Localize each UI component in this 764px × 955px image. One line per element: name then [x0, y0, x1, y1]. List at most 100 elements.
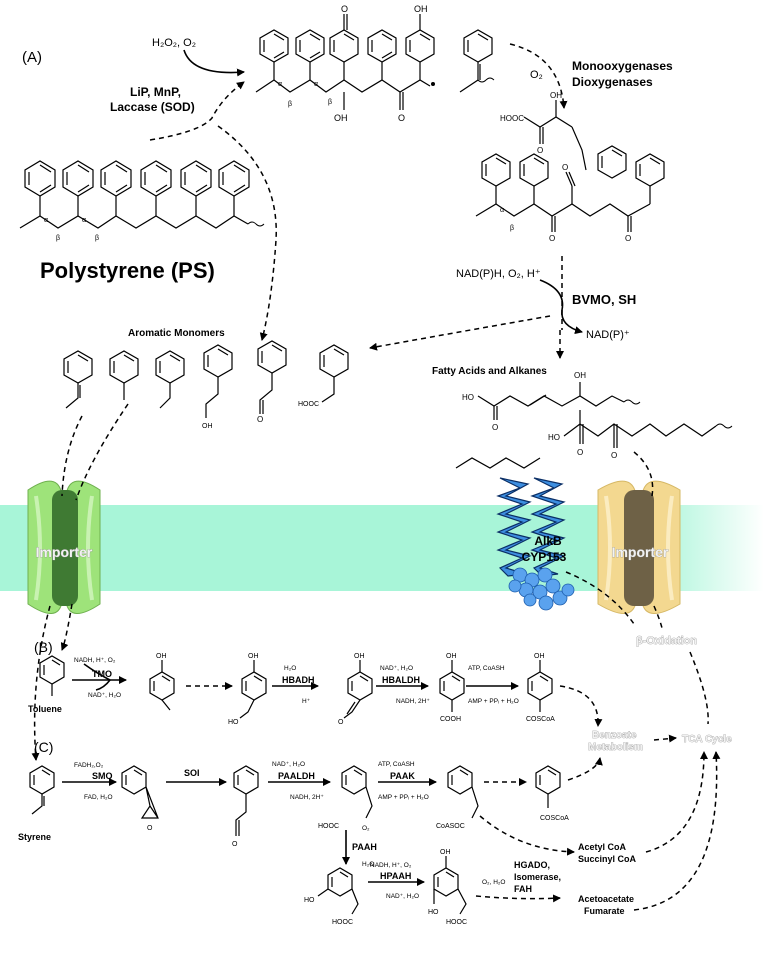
ps-beta-1: β: [56, 235, 60, 242]
sty-o-1: O: [147, 825, 153, 832]
hbaldh-top: NAD⁺, H₂O: [380, 665, 413, 672]
hbadh-bottom: H⁺: [302, 698, 311, 705]
fa-oh-1: OH: [574, 371, 586, 380]
hga-to-products: [475, 894, 561, 903]
paak-bottom: AMP + PPᵢ + H₂O: [378, 794, 429, 801]
tmo-top: NADH, H⁺, O₂: [74, 657, 116, 664]
ps-to-oxidized-dashed: [149, 81, 245, 141]
fa-o-2: O: [577, 448, 583, 457]
importer-to-styrene: [31, 605, 51, 761]
aromatic-monomers-title: Aromatic Monomers: [128, 328, 225, 339]
aromatic-monomers: [63, 340, 349, 418]
styrene-label: Styrene: [18, 832, 51, 842]
hgado-enzyme-3: FAH: [514, 884, 532, 894]
sty-hooc-hg: HOOC: [446, 919, 467, 926]
paah-top: O₂: [362, 825, 370, 832]
alkb-to-betaox: [565, 571, 635, 625]
sty-hooc-2: HOOC: [332, 919, 353, 926]
oxps-alpha-2: α: [314, 81, 318, 88]
ro-o-b1: O: [549, 234, 555, 243]
fa-ho-1: HO: [462, 393, 474, 402]
oxygenase-arrow: [509, 43, 568, 109]
ro-alpha: α: [500, 207, 504, 214]
importer-left-label: Importer: [36, 544, 93, 560]
tol-oh-4: OH: [446, 653, 457, 660]
ps-title: Polystyrene (PS): [40, 258, 215, 283]
monomer-hooc: HOOC: [298, 401, 319, 408]
tmo-bottom: NAD⁺, H₂O: [88, 692, 121, 699]
oxy-o2: O₂: [530, 69, 543, 81]
importer-to-toluene: [60, 603, 73, 651]
ro-oh: OH: [550, 91, 562, 100]
ps-to-monomers-arrow: [217, 125, 277, 341]
succinyl-coa: Succinyl CoA: [578, 854, 637, 864]
bvmo-product: NAD(P)⁺: [586, 329, 630, 341]
panel-a-label: (A): [22, 49, 42, 66]
importer-left: [27, 480, 101, 614]
tca-cycle-label: TCA Cycle: [682, 734, 732, 745]
ro-beta: β: [510, 225, 514, 232]
alkb-cyp153-protein: [496, 477, 575, 611]
acetyl-to-tca: [645, 751, 708, 853]
paaldh-enzyme: PAALDH: [278, 771, 315, 781]
cyp153-label: CYP153: [522, 550, 567, 564]
monomer-to-importer-1: [61, 415, 83, 497]
sty-coasoc: CoASOC: [436, 823, 465, 830]
ro-o-b2: O: [625, 234, 631, 243]
oxps-o-top: O: [341, 4, 348, 14]
monomer-oh: OH: [202, 423, 213, 430]
tol-o-3: O: [338, 719, 344, 726]
paah-bottom: H₂O: [362, 861, 374, 868]
hgado-reagents: O₂, H₂O: [482, 879, 505, 886]
polystyrene-structure: [19, 160, 265, 229]
tol-oh-3: OH: [354, 653, 365, 660]
oxy-enzyme-1: Monooxygenases: [572, 59, 673, 73]
panel-b-label: (B): [34, 639, 53, 655]
styrene-fragment: [459, 29, 495, 93]
benzoyl-coa-to-benzoate: [567, 757, 603, 781]
fumarate: Fumarate: [584, 906, 625, 916]
oxidized-ps-structure: [255, 14, 435, 110]
oxps-beta-1: β: [288, 101, 292, 108]
fa-o-1: O: [492, 423, 498, 432]
radical-dot: [431, 82, 435, 86]
fa-ho-2: HO: [548, 433, 560, 442]
ring-opened-structure: [475, 100, 665, 232]
depoly-arrow: [183, 49, 245, 77]
hbaldh-enzyme: HBALDH: [382, 675, 420, 685]
tol-coa-bottom: AMP + PPᵢ + H₂O: [468, 698, 519, 705]
fatty-acid-structures: [455, 382, 733, 469]
monomer-o: O: [257, 415, 263, 424]
benzoate-to-tca: [653, 734, 677, 743]
ro-o-ketone: O: [562, 163, 568, 172]
benzoate-label-2: Metabolism: [588, 742, 643, 753]
smo-top: FADH₂,O₂: [74, 762, 104, 769]
beta-oxidation-label: β-Oxidation: [636, 635, 697, 647]
tmo-enzyme: TMO: [92, 669, 112, 679]
fa-o-3: O: [611, 451, 617, 460]
sty-ho-hg: HO: [428, 909, 439, 916]
ps-alpha-2: α: [82, 217, 86, 224]
toluene-label: Toluene: [28, 704, 62, 714]
oxps-beta-2: β: [328, 99, 332, 106]
to-monomers-arrow: [369, 315, 551, 351]
tol-oh-5: OH: [534, 653, 545, 660]
fumarate-to-tca: [633, 751, 721, 911]
sty-coscoa: COSCoA: [540, 815, 569, 822]
tol-cooh: COOH: [440, 716, 461, 723]
paaldh-top: NAD⁺, H₂O: [272, 761, 305, 768]
oxps-o-mid: O: [398, 113, 405, 123]
hpaah-bottom: NAD⁺, H₂O: [386, 893, 419, 900]
oxps-oh-mid: OH: [334, 113, 348, 123]
benzoate-label-1: Benzoate: [592, 730, 637, 741]
depoly-enzyme-1: LiP, MnP,: [130, 85, 181, 99]
tol-ho-2: HO: [228, 719, 239, 726]
toluene-pathway-structures: [39, 655, 553, 719]
sty-oh-hg: OH: [440, 849, 451, 856]
ro-hooc: HOOC: [500, 114, 524, 123]
sty-o-2: O: [232, 841, 238, 848]
hbadh-top: H₂O: [284, 665, 296, 672]
bvmo-cofactor-arrow: [539, 279, 583, 335]
oxps-alpha-1: α: [278, 81, 282, 88]
